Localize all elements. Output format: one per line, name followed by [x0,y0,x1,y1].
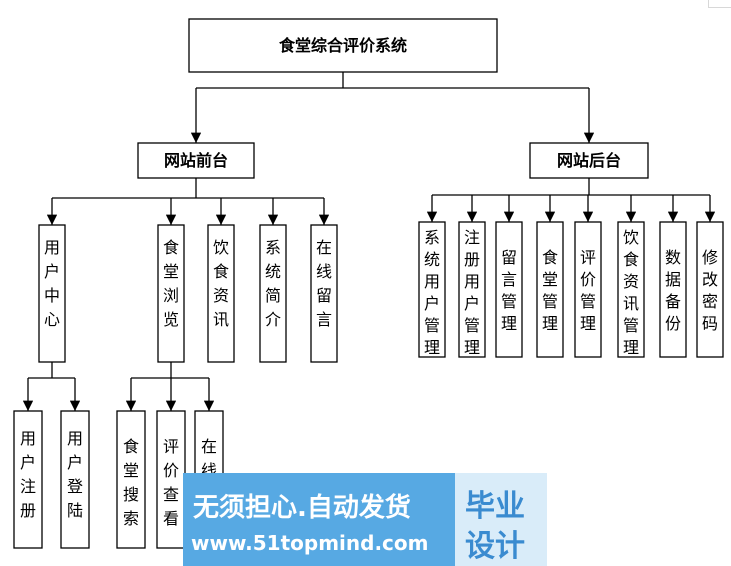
node-back-news-label: 饮食资讯管理 [623,228,639,357]
node-user-register: 用户注册 [13,410,43,549]
node-canteen-search: 食堂搜索 [116,410,146,549]
node-back-label: 网站后台 [557,151,621,170]
watermark-left-panel: 无须担心.自动发货 www.51topmind.com [183,473,455,566]
watermark-url: www.51topmind.com [191,531,429,555]
watermark-right-panel: 毕业 设计 [455,473,547,566]
node-back-message-label: 留言管理 [501,248,517,333]
node-canteen-browse: 食堂浏览 [157,224,185,363]
node-back-reg-user-label: 注册用户管理 [464,228,480,357]
node-user-login-label: 用户登陆 [67,429,83,520]
node-back-canteen: 食堂管理 [536,221,564,358]
connectors [22,72,716,411]
node-back-reg-user: 注册用户管理 [458,221,486,358]
node-back-password-label: 修改密码 [702,248,718,333]
node-back-message: 留言管理 [495,221,523,358]
node-back-news: 饮食资讯管理 [617,221,645,358]
node-system-intro-label: 系统简介 [265,238,281,329]
node-canteen-search-label: 食堂搜索 [123,437,139,528]
node-root-label: 食堂综合评价系统 [278,36,407,55]
node-canteen-browse-label: 食堂浏览 [163,238,179,329]
node-back-canteen-label: 食堂管理 [542,248,558,333]
node-back-password: 修改密码 [696,221,724,358]
node-user-center-label: 用户中心 [44,238,60,329]
node-back-sys-user: 系统用户管理 [418,221,446,358]
watermark-tag-line1: 毕业 [465,489,525,524]
node-review-view-label: 评价查看 [163,437,179,528]
node-back-backup: 数据备份 [659,221,687,358]
window-corner-mark [708,0,731,8]
node-user-register-label: 用户注册 [20,429,36,520]
node-back: 网站后台 [529,142,649,179]
node-food-news-label: 饮食资讯 [213,238,229,329]
node-front-label: 网站前台 [164,151,228,170]
node-user-login: 用户登陆 [60,410,90,549]
watermark-banner[interactable]: 无须担心.自动发货 www.51topmind.com 毕业 设计 [183,473,547,566]
watermark-slogan: 无须担心.自动发货 [193,493,411,523]
node-food-news: 饮食资讯 [207,224,235,363]
watermark-tag-line2: 设计 [465,529,525,564]
node-root: 食堂综合评价系统 [188,18,498,73]
node-system-intro: 系统简介 [259,224,287,363]
node-review-view: 评价查看 [156,410,186,549]
node-user-center: 用户中心 [38,224,66,363]
node-back-sys-user-label: 系统用户管理 [424,228,440,357]
node-online-message-label: 在线留言 [316,238,332,329]
node-front: 网站前台 [137,142,255,179]
node-back-backup-label: 数据备份 [665,248,681,333]
node-back-review: 评价管理 [574,221,602,358]
node-back-review-label: 评价管理 [580,248,596,333]
node-online-message: 在线留言 [310,224,338,363]
